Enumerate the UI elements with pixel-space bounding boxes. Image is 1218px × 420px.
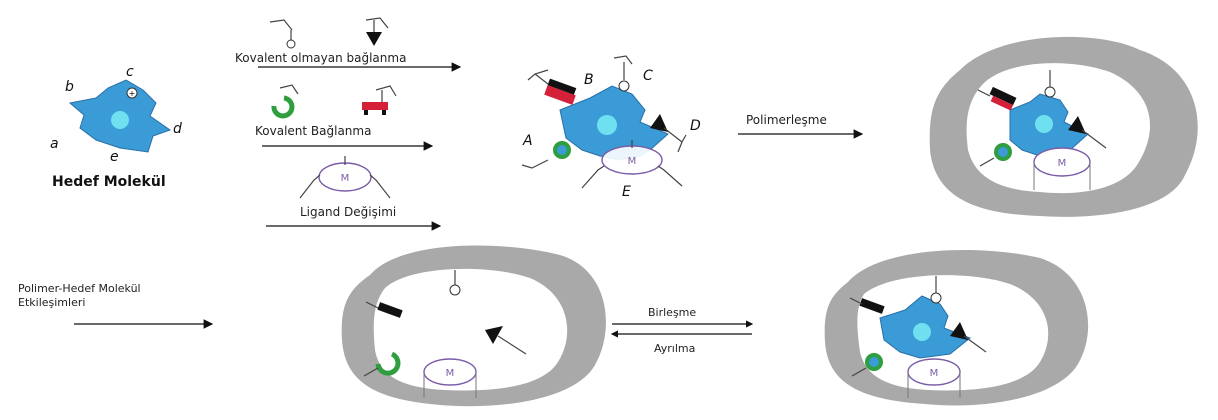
- metal-label-empty: M: [446, 368, 455, 379]
- ligand-monomer: M: [299, 156, 391, 199]
- covalent-monomers: [271, 84, 397, 119]
- polymerization-label: Polimerleşme: [746, 113, 827, 127]
- interactions-label-line2: Etkileşimleri: [18, 296, 85, 309]
- metal-label-polymer: M: [1058, 158, 1067, 169]
- release-label: Ayrılma: [654, 342, 695, 355]
- site-label-d: d: [173, 121, 182, 137]
- prepolymer-complex: M: [521, 55, 687, 189]
- complex-label-e: E: [622, 184, 631, 200]
- complex-label-b: B: [584, 72, 594, 88]
- interactions-label-line1: Polimer-Hedef Molekül: [18, 282, 141, 295]
- metal-label-rebound: M: [930, 368, 939, 379]
- charge-symbol: +: [129, 89, 136, 98]
- polymer-with-template: M: [929, 36, 1198, 217]
- ligand-label: Ligand Değişimi: [300, 205, 396, 219]
- binding-label: Birleşme: [648, 306, 696, 319]
- site-label-a: a: [50, 136, 59, 152]
- imprinted-polymer-rebound: M: [824, 249, 1089, 406]
- noncovalent-label: Kovalent olmayan bağlanma: [235, 51, 406, 65]
- complex-label-a: A: [522, 133, 533, 149]
- target-title: Hedef Molekül: [52, 174, 166, 190]
- target-molecule: + b c d a e Hedef Molekül: [50, 64, 182, 190]
- site-label-b: b: [65, 79, 74, 95]
- metal-label-complex: M: [628, 156, 637, 167]
- imprinted-polymer-empty: M: [341, 245, 606, 407]
- site-label-c: c: [126, 64, 134, 80]
- covalent-label: Kovalent Bağlanma: [255, 124, 371, 138]
- metal-label: M: [341, 173, 350, 184]
- noncovalent-monomers: [269, 17, 389, 49]
- red-bracket-icon: [362, 102, 388, 110]
- complex-label-d: D: [690, 118, 701, 134]
- complex-label-c: C: [643, 68, 653, 84]
- green-ring-icon: [271, 95, 295, 119]
- site-label-e: e: [110, 149, 119, 165]
